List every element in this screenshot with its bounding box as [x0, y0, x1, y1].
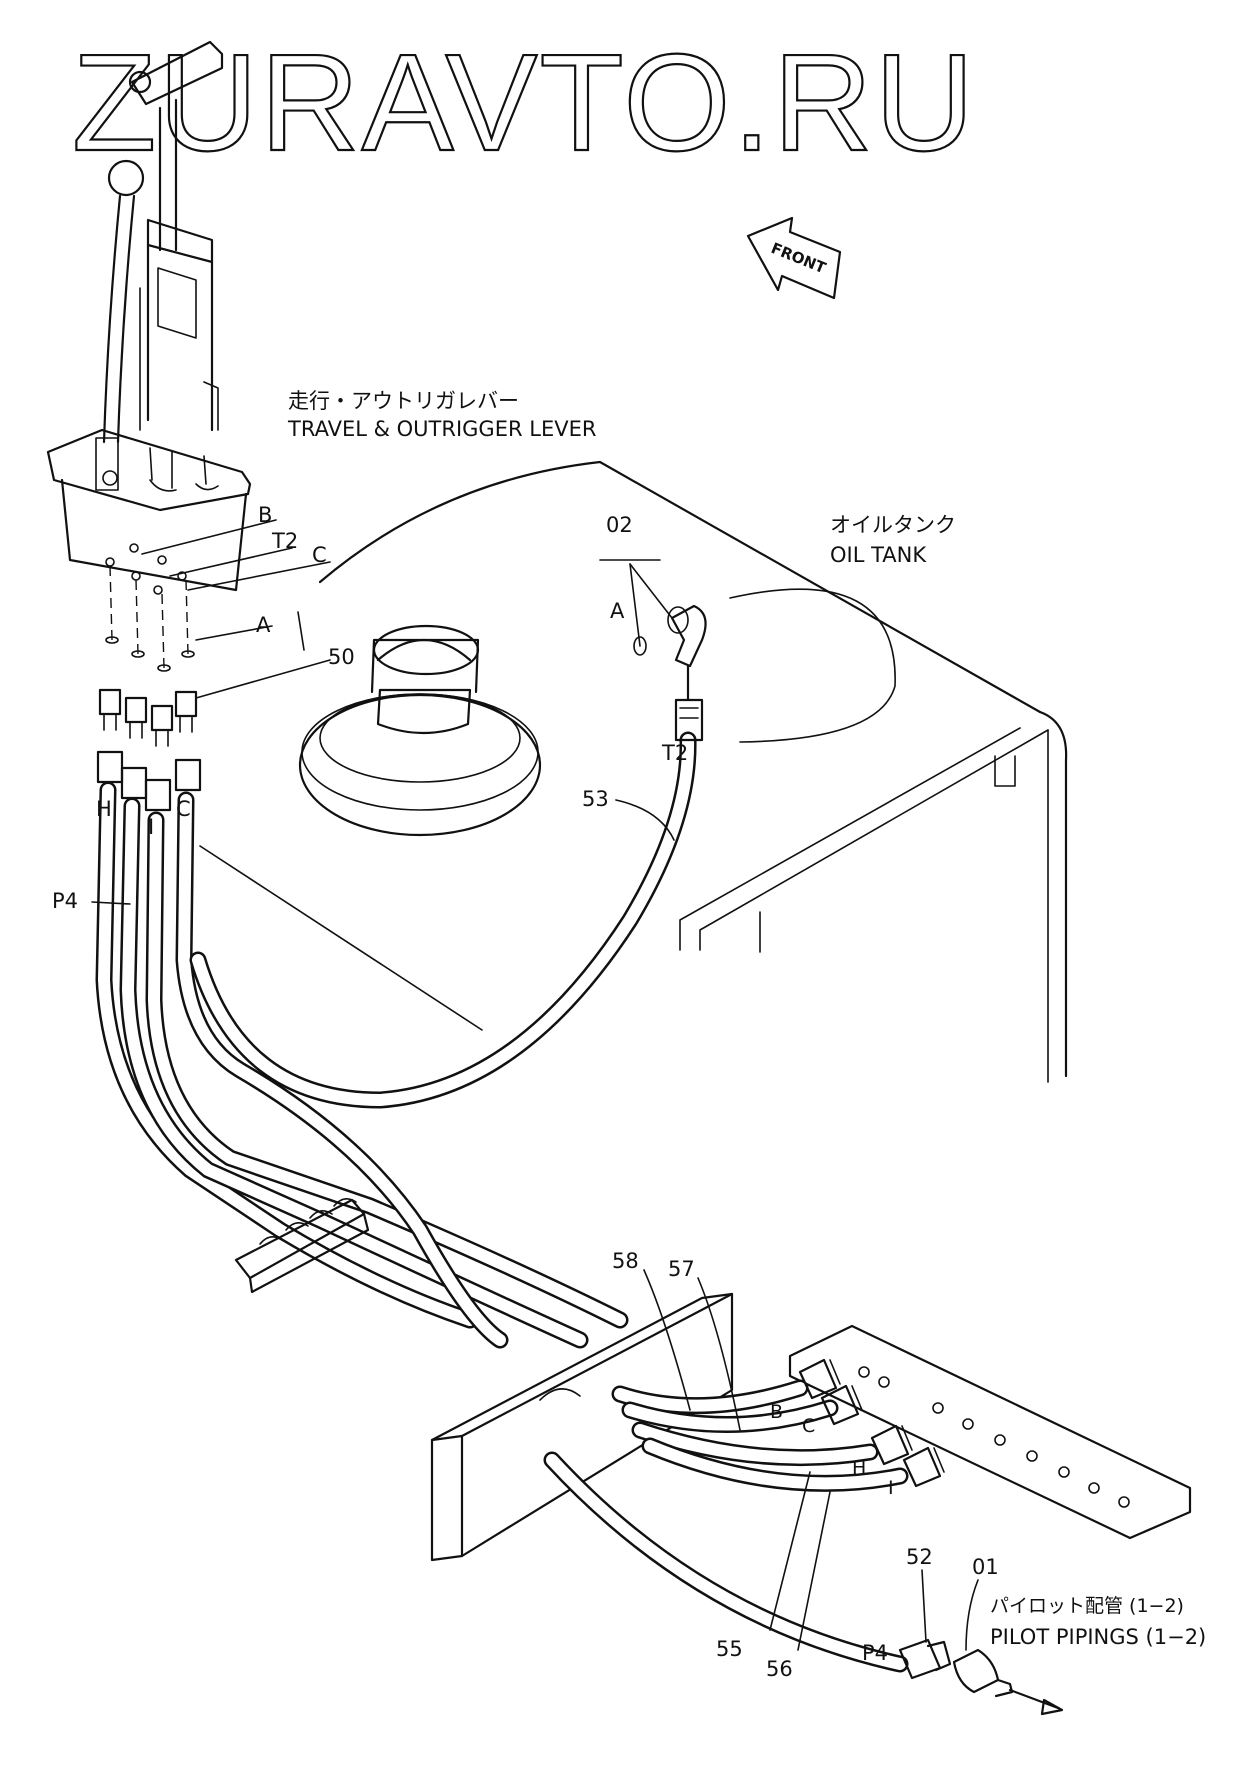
port-t2-hose: T2	[661, 741, 688, 765]
hose-clamp	[234, 1198, 370, 1294]
fittings-50	[96, 688, 202, 812]
callout-53: 53	[582, 787, 609, 811]
callout-50: 50	[328, 645, 355, 669]
pilot-connector-01	[952, 1648, 1064, 1716]
hose-end-fittings	[798, 1358, 945, 1488]
pilot-label-en: PILOT PIPINGS (1−2)	[990, 1625, 1206, 1649]
elbow-fitting-02	[633, 604, 707, 668]
port-a-tank: A	[610, 599, 625, 623]
port-b-right: B	[770, 1401, 783, 1423]
callout-01: 01	[972, 1555, 999, 1579]
port-c-right: C	[802, 1415, 815, 1437]
tank-label-en: OIL TANK	[830, 543, 927, 567]
tank-label-jp: オイルタンク	[830, 513, 956, 537]
port-p4-bottom: P4	[862, 1641, 888, 1665]
port-c-left: C	[176, 797, 191, 821]
travel-outrigger-lever	[46, 40, 252, 595]
oil-tank	[199, 460, 1068, 1083]
port-i-left: I	[148, 815, 154, 839]
callout-57: 57	[668, 1257, 695, 1281]
port-c-top: C	[312, 543, 327, 567]
watermark-text: ZURAVTO.RU	[72, 26, 976, 180]
callout-58: 58	[612, 1249, 639, 1273]
lever-hose-bundle	[95, 781, 629, 1349]
port-h-left: H	[96, 797, 112, 821]
frame-hoses	[543, 1379, 909, 1673]
port-t2-top: T2	[271, 529, 298, 553]
front-arrow-icon: FRONT	[746, 216, 842, 300]
lever-ports	[105, 565, 195, 672]
leader-lines	[91, 519, 979, 1651]
port-p4-left: P4	[52, 889, 78, 913]
lever-label-jp: 走行・アウトリガレバー	[288, 389, 519, 413]
callout-56: 56	[766, 1657, 793, 1681]
lever-label-en: TRAVEL & OUTRIGGER LEVER	[287, 417, 596, 441]
callout-02: 02	[606, 513, 633, 537]
port-b-top: B	[258, 503, 272, 527]
port-i-right: I	[888, 1477, 894, 1499]
adapter-52	[898, 1638, 952, 1680]
port-h-right: H	[852, 1457, 866, 1479]
pilot-label-jp: パイロット配管 (1−2)	[990, 1595, 1184, 1617]
frame-rail-right	[788, 1324, 1192, 1540]
callout-55: 55	[716, 1637, 743, 1661]
callout-52: 52	[906, 1545, 933, 1569]
tank-filler-cap	[298, 624, 542, 837]
hose-53	[189, 664, 704, 1109]
port-a-top: A	[256, 613, 271, 637]
